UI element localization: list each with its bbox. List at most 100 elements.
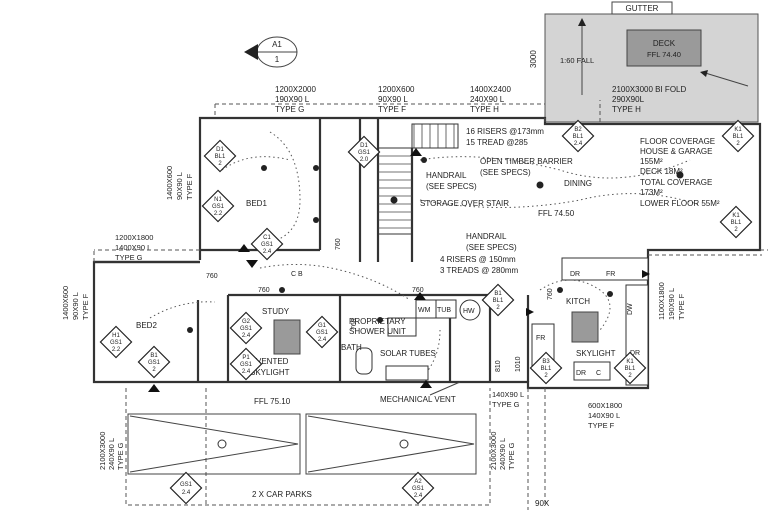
element-tags: D1 BL1 2 D1 GS1 2.0 N1 GS1 2.2 C1 GS1 2.…	[99, 119, 755, 505]
area-173: 173M²	[640, 188, 663, 197]
risers-16: 16 RISERS @173mm	[466, 127, 544, 136]
w5-size: 1400X600	[165, 166, 174, 200]
tag-b1-kit: B1 BL1 2	[481, 283, 515, 317]
svg-text:BL1: BL1	[493, 298, 504, 304]
see-specs-2: (SEE SPECS)	[426, 182, 477, 191]
svg-text:2: 2	[628, 373, 632, 379]
dim-760-a: 760	[206, 273, 218, 280]
svg-text:G2: G2	[242, 319, 251, 325]
svg-text:B3: B3	[542, 359, 550, 365]
section-no: 1	[275, 55, 280, 64]
svg-text:N1: N1	[214, 197, 222, 203]
risers-4: 4 RISERS @ 150mm	[440, 255, 516, 264]
svg-text:GS1: GS1	[212, 204, 225, 210]
svg-text:GS1: GS1	[148, 360, 161, 366]
w5-type: TYPE F	[185, 173, 194, 200]
area-155: 155M²	[640, 157, 663, 166]
car-parks: 2 X CAR PARKS	[252, 490, 312, 499]
tag-b3: B3 BL1 2	[529, 351, 563, 385]
svg-text:D1: D1	[360, 143, 368, 149]
study-label: STUDY	[262, 307, 290, 316]
handrail-1: HANDRAIL	[426, 171, 467, 180]
dining-label: DINING	[564, 179, 592, 188]
coverage-notes: FLOOR COVERAGE HOUSE & GARAGE 155M² DECK…	[640, 137, 720, 208]
w4-type: TYPE H	[612, 105, 641, 114]
w7-lintel: 90X90 L	[71, 292, 80, 320]
fixtures	[273, 257, 649, 386]
room-labels: BED1 BED2 STUDY VENTED SKYLIGHT BATH PRO…	[136, 127, 616, 377]
svg-text:GS1: GS1	[412, 486, 425, 492]
w9-type: TYPE F	[588, 421, 615, 430]
ffl-7510: FFL 75.10	[254, 397, 291, 406]
w2-type: TYPE F	[378, 105, 406, 114]
svg-text:2: 2	[736, 141, 740, 147]
dim-760-b: 760	[258, 287, 270, 294]
w2-lintel: 90X90 L	[378, 95, 408, 104]
w7-type: TYPE F	[81, 293, 90, 320]
tag-p1: P1 GS1 2.4	[229, 347, 263, 381]
dr-label-1: DR	[570, 271, 580, 278]
svg-text:GS1: GS1	[110, 340, 123, 346]
gutter-box	[611, 1, 673, 15]
tag-gs1-car: GS1 2.4	[169, 471, 203, 505]
w6-size: 1200X1800	[115, 233, 153, 242]
svg-text:2: 2	[544, 373, 548, 379]
tub-box	[435, 299, 457, 319]
ffl-7450: FFL 74.50	[538, 209, 575, 218]
tag-g1: G1 GS1 2.4	[305, 315, 339, 349]
svg-text:P1: P1	[242, 355, 250, 361]
tag-h1: H1 GS1 2.2	[99, 325, 133, 359]
deck-area: GUTTER DECK FFL 74.40 1:60 FALL 3000	[529, 1, 759, 123]
house-garage: HOUSE & GARAGE	[640, 147, 712, 156]
solar-tubes-label: SOLAR TUBES	[380, 349, 436, 358]
w4-size: 2100X3000 BI FOLD	[612, 85, 686, 94]
skylight-label-study: SKYLIGHT	[250, 368, 290, 377]
svg-text:2.4: 2.4	[242, 333, 251, 339]
svg-text:2.2: 2.2	[214, 211, 223, 217]
total-cov: TOTAL COVERAGE	[640, 178, 712, 187]
tag-k1-kit: K1 BL1 2	[613, 351, 647, 385]
mech-vent: MECHANICAL VENT	[380, 395, 456, 404]
svg-text:2.4: 2.4	[574, 141, 583, 147]
car-bay-2-lines	[307, 415, 475, 473]
hw-cylinder	[459, 299, 481, 321]
dr-label-2: DR	[576, 370, 586, 377]
svg-text:B1: B1	[150, 353, 158, 359]
w10-type: TYPE G	[492, 400, 520, 409]
svg-text:2.4: 2.4	[242, 369, 251, 375]
floor-waste-1	[217, 439, 227, 449]
g1-size: 2100X3000	[98, 432, 107, 470]
w6-type: TYPE G	[115, 253, 143, 262]
see-specs-1: (SEE SPECS)	[480, 168, 531, 177]
deck-box	[626, 29, 702, 67]
section-arrow	[244, 44, 258, 60]
tag-a2: A2 GS1 2.4	[401, 471, 435, 505]
fall-arrow-head	[578, 18, 586, 26]
svg-text:A2: A2	[414, 479, 422, 485]
w3-size: 1400X2400	[470, 85, 511, 94]
svg-text:B2: B2	[574, 127, 582, 133]
svg-text:BL1: BL1	[625, 366, 636, 372]
deck-area-note: DECK 18M²	[640, 167, 683, 176]
svg-text:BL1: BL1	[733, 134, 744, 140]
storage-label: STORAGE OVER STAIR	[420, 199, 509, 208]
window-specs-top: 1200X2000 190X90 L TYPE G 1200X600 90X90…	[275, 85, 686, 114]
tag-b1: B1 GS1 2	[137, 345, 171, 379]
kitchen-bench	[561, 257, 649, 281]
cb-label: C B	[291, 271, 303, 278]
deck-ffl-label: FFL 74.40	[647, 50, 681, 59]
treads-3: 3 TREADS @ 280mm	[440, 266, 519, 275]
floor-waste-2	[399, 439, 409, 449]
tag-k1-top: K1 BL1 2	[721, 119, 755, 153]
w7-size: 1400X600	[61, 286, 70, 320]
bed2-label: BED2	[136, 321, 157, 330]
svg-text:GS1: GS1	[180, 482, 193, 488]
garage: FFL 75.10 MECHANICAL VENT 2 X CAR PARKS …	[98, 381, 550, 508]
small-labels: DR FR FR DR C DR DW WM TUB HW C B 760 76…	[206, 238, 640, 377]
kitch-label: KITCH	[566, 297, 590, 306]
w9-lintel: 140X90 L	[588, 411, 620, 420]
tag-k1-right: K1 BL1 2	[719, 205, 753, 239]
w1-lintel: 190X90 L	[275, 95, 310, 104]
arrow-markers	[148, 148, 650, 392]
w9-size: 600X1800	[588, 401, 622, 410]
